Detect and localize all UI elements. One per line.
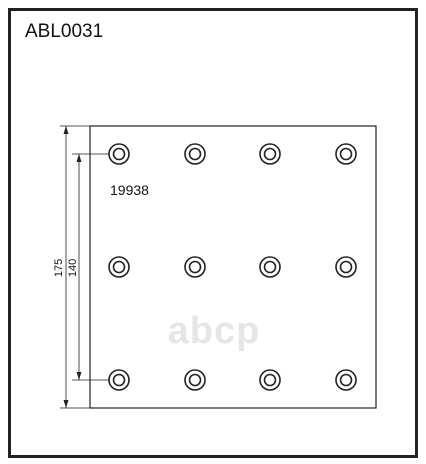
- part-code-title: ABL0031: [25, 21, 104, 42]
- rivet-hole-inner-ring: [263, 147, 277, 161]
- rivet-hole: [259, 143, 281, 165]
- rivet-hole-inner-ring: [112, 373, 126, 387]
- rivet-hole: [335, 143, 357, 165]
- rivet-hole: [184, 369, 206, 391]
- rivet-hole-outer-ring: [259, 256, 281, 278]
- drawing-frame: ABL0031: [8, 8, 418, 458]
- rivet-hole-outer-ring: [335, 369, 357, 391]
- rivet-hole: [335, 369, 357, 391]
- rivet-hole-outer-ring: [259, 369, 281, 391]
- rivet-hole-inner-ring: [339, 260, 353, 274]
- rivet-hole-outer-ring: [108, 143, 130, 165]
- rivet-hole-outer-ring: [184, 369, 206, 391]
- rivet-hole: [184, 256, 206, 278]
- dimension-label-140: 140: [67, 259, 79, 277]
- dimension-label-175: 175: [53, 259, 65, 277]
- rivet-hole-inner-ring: [188, 373, 202, 387]
- rivet-hole-outer-ring: [184, 143, 206, 165]
- rivet-hole-inner-ring: [263, 260, 277, 274]
- rivet-hole-outer-ring: [108, 369, 130, 391]
- dimension-outer-height: 175: [53, 125, 90, 409]
- rivet-hole-inner-ring: [339, 147, 353, 161]
- rivet-hole: [184, 143, 206, 165]
- rivet-hole-inner-ring: [112, 260, 126, 274]
- rivet-hole-outer-ring: [184, 256, 206, 278]
- rivet-hole-inner-ring: [263, 373, 277, 387]
- rivet-hole: [108, 143, 130, 165]
- rivet-hole-inner-ring: [112, 147, 126, 161]
- arrow-top-175: [63, 126, 69, 134]
- rivet-hole-inner-ring: [188, 147, 202, 161]
- rivet-hole-inner-ring: [188, 260, 202, 274]
- rivet-hole: [335, 256, 357, 278]
- rivet-hole-outer-ring: [259, 143, 281, 165]
- rivet-hole: [259, 369, 281, 391]
- reference-number: 19938: [110, 182, 149, 198]
- rivet-hole: [259, 256, 281, 278]
- lining-plate-outline: [89, 125, 377, 409]
- dimension-hole-span: 140: [67, 153, 110, 381]
- watermark-logo: abcp: [168, 310, 261, 352]
- rivet-hole: [108, 256, 130, 278]
- rivet-hole-outer-ring: [335, 143, 357, 165]
- rivet-hole-outer-ring: [335, 256, 357, 278]
- arrow-bottom-140: [76, 372, 82, 380]
- arrow-bottom-175: [63, 400, 69, 408]
- arrow-top-140: [76, 154, 82, 162]
- rivet-holes: [108, 143, 357, 391]
- rivet-hole-inner-ring: [339, 373, 353, 387]
- rivet-hole-outer-ring: [108, 256, 130, 278]
- rivet-hole: [108, 369, 130, 391]
